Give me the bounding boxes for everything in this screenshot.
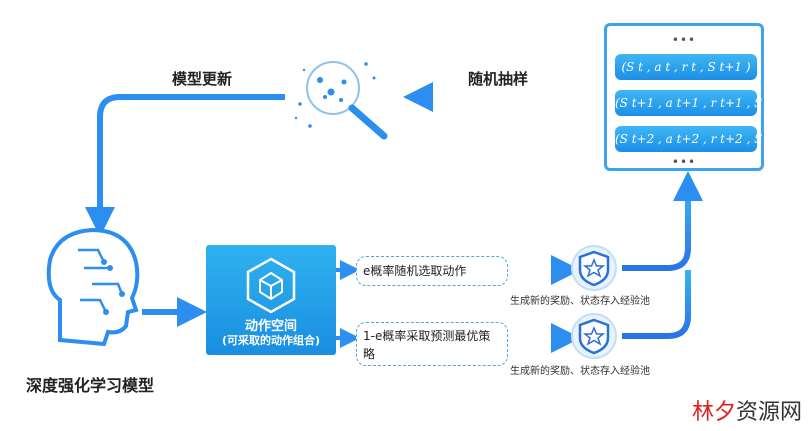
agent-label: 深度强化学习模型 [26, 376, 155, 395]
watermark: 林夕 资源网 [686, 388, 812, 431]
watermark-part1: 林夕 [692, 400, 737, 425]
reward-note: 生成新的奖励、状态存入经验池 [510, 296, 650, 307]
shield2-to-buffer-arrow [622, 270, 691, 339]
model-update-arrow [85, 94, 285, 237]
magnifier-icon [294, 61, 388, 140]
shield1-to-buffer-arrow [622, 171, 703, 271]
head-circuit-icon [46, 227, 140, 347]
action-space-subtitle: (可采取的动作组合) [221, 334, 321, 347]
transition-tuple: (S t , a t , r t , S t+1 ) [615, 54, 757, 80]
transition-tuple: (S t+1 , a t+1 , r t+1 , S t+2 ) [615, 90, 797, 116]
ellipsis-bottom: ••• [671, 155, 697, 169]
shield-star-icon [571, 313, 617, 359]
shield-star-icon [571, 245, 617, 291]
optimal-policy-pill: 1-e概率采取预测最优策略 [356, 322, 508, 366]
ellipsis-top: ••• [671, 33, 697, 47]
action-space-title: 动作空间 [244, 319, 297, 334]
model-update-label: 模型更新 [172, 70, 233, 88]
cube-icon [246, 257, 296, 314]
action-space-box: 动作空间 (可采取的动作组合) [206, 245, 336, 355]
random-sampling-label: 随机抽样 [468, 70, 529, 88]
reward-note: 生成新的奖励、状态存入经验池 [510, 366, 650, 377]
transition-tuple: (S t+2 , a t+2 , r t+2 , S t+3 ) [615, 126, 797, 152]
random-action-pill: e概率随机选取动作 [356, 256, 508, 286]
replay-buffer: ••• (S t , a t , r t , S t+1 ) (S t+1 , … [604, 23, 797, 171]
watermark-part2: 资源网 [736, 400, 803, 425]
